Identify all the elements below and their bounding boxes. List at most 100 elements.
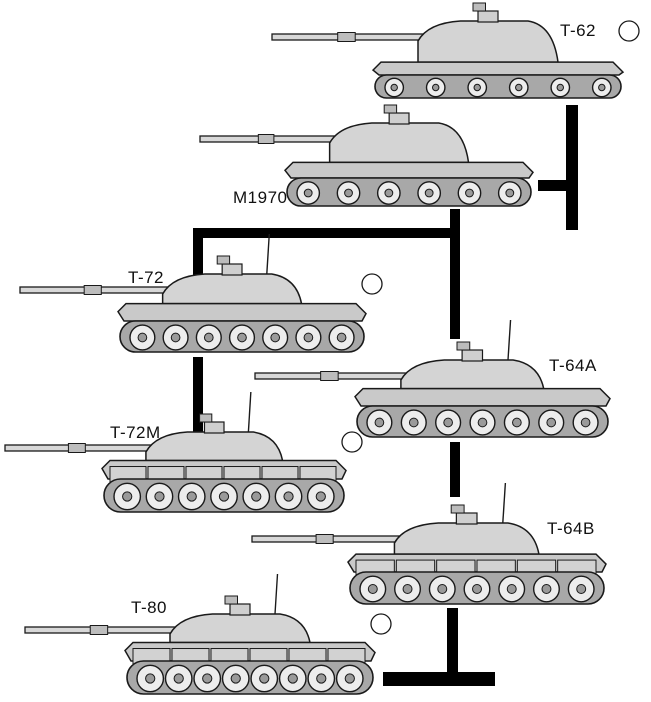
turret bbox=[161, 273, 303, 305]
wheel-hub bbox=[556, 83, 565, 92]
wheel-hub bbox=[408, 417, 419, 428]
turret bbox=[417, 20, 559, 63]
tank-t62 bbox=[271, 2, 640, 99]
cupola bbox=[388, 112, 410, 125]
machine-gun-mount bbox=[199, 413, 213, 423]
tank-label-t64a: T-64A bbox=[549, 356, 597, 375]
wheel-hub bbox=[541, 584, 552, 594]
wheel-hub bbox=[374, 417, 385, 428]
wheel-hub bbox=[344, 188, 353, 198]
tank-label-t64b: T-64B bbox=[547, 519, 595, 538]
wheel-hub bbox=[344, 673, 355, 684]
fume-extractor bbox=[320, 371, 339, 381]
wheel-hub bbox=[137, 332, 148, 343]
wheel-hub bbox=[251, 491, 262, 502]
wheel-hub bbox=[402, 584, 413, 594]
cupola bbox=[229, 603, 251, 616]
wheel-hub bbox=[472, 584, 482, 594]
wheel-hub bbox=[576, 584, 587, 594]
connector-bar-1 bbox=[566, 105, 578, 230]
wheel-hub bbox=[186, 491, 197, 502]
antenna bbox=[507, 319, 512, 361]
wheel-hub bbox=[237, 332, 247, 343]
track bbox=[374, 74, 622, 99]
antenna bbox=[247, 391, 252, 433]
hull bbox=[117, 302, 367, 322]
searchlight bbox=[370, 613, 392, 635]
hull bbox=[354, 387, 611, 407]
tank-label-t72m: T-72M bbox=[110, 423, 161, 442]
wheel-hub bbox=[546, 417, 557, 428]
turret bbox=[393, 522, 540, 555]
wheel-hub bbox=[122, 491, 133, 502]
wheel-hub bbox=[154, 491, 165, 502]
tank-t72m bbox=[4, 391, 363, 513]
fume-extractor bbox=[337, 32, 356, 42]
wheel-hub bbox=[473, 83, 481, 92]
searchlight bbox=[361, 273, 383, 295]
wheel-hub bbox=[506, 584, 517, 594]
wheel-hub bbox=[218, 491, 230, 502]
tank-label-t62: T-62 bbox=[560, 21, 597, 40]
hull bbox=[284, 161, 534, 179]
tank-t80 bbox=[24, 573, 392, 695]
wheel-hub bbox=[315, 491, 326, 502]
wheel-hub bbox=[230, 673, 241, 684]
wheel-hub bbox=[303, 332, 314, 343]
wheel-hub bbox=[367, 584, 378, 594]
wheel-hub bbox=[424, 188, 434, 198]
cupola bbox=[221, 263, 243, 276]
cupola bbox=[455, 512, 478, 525]
wheel-hub bbox=[283, 491, 294, 502]
wheel-hub bbox=[432, 83, 440, 92]
cupola bbox=[461, 349, 484, 362]
wheel-hub bbox=[505, 188, 515, 198]
fume-extractor bbox=[315, 534, 334, 544]
machine-gun-mount bbox=[456, 341, 471, 351]
wheel-hub bbox=[173, 673, 184, 684]
fume-extractor bbox=[83, 285, 102, 295]
wheel-hub bbox=[287, 673, 298, 684]
tank-label-t72: T-72 bbox=[128, 268, 165, 287]
antenna bbox=[266, 233, 270, 275]
fume-extractor bbox=[257, 134, 275, 144]
wheel-hub bbox=[512, 417, 522, 428]
machine-gun-mount bbox=[472, 2, 486, 12]
searchlight bbox=[618, 20, 640, 42]
connector-bar-2 bbox=[538, 180, 578, 191]
wheel-hub bbox=[336, 332, 347, 343]
machine-gun-mount bbox=[216, 255, 231, 265]
fume-extractor bbox=[89, 625, 109, 635]
tank-t64b bbox=[251, 482, 607, 605]
machine-gun-mount bbox=[450, 504, 465, 514]
turret bbox=[328, 122, 470, 164]
wheel-hub bbox=[202, 673, 213, 684]
wheel-hub bbox=[203, 332, 214, 343]
connector-bar-7 bbox=[450, 442, 460, 497]
wheel-hub bbox=[384, 188, 394, 198]
wheel-hub bbox=[316, 673, 327, 684]
turret bbox=[400, 359, 545, 390]
wheel-hub bbox=[477, 417, 488, 428]
wheel-hub bbox=[580, 417, 591, 428]
turret bbox=[169, 613, 311, 644]
connector-bar-9 bbox=[383, 672, 495, 686]
connector-bar-6 bbox=[193, 357, 203, 437]
wheel-hub bbox=[465, 188, 474, 198]
tank-m1970 bbox=[199, 104, 534, 207]
lineage-connectors bbox=[193, 105, 578, 686]
wheel-hub bbox=[145, 673, 156, 684]
wheel-hub bbox=[443, 417, 453, 428]
wheel-hub bbox=[598, 83, 606, 92]
wheel-hub bbox=[303, 188, 313, 198]
cupola bbox=[477, 10, 499, 23]
tank-illustrations bbox=[4, 2, 640, 695]
fume-extractor bbox=[67, 443, 86, 453]
turret bbox=[145, 431, 284, 462]
connector-bar-5 bbox=[193, 228, 203, 288]
cupola bbox=[203, 421, 225, 434]
wheel-hub bbox=[170, 332, 181, 343]
wheel-hub bbox=[270, 332, 281, 343]
